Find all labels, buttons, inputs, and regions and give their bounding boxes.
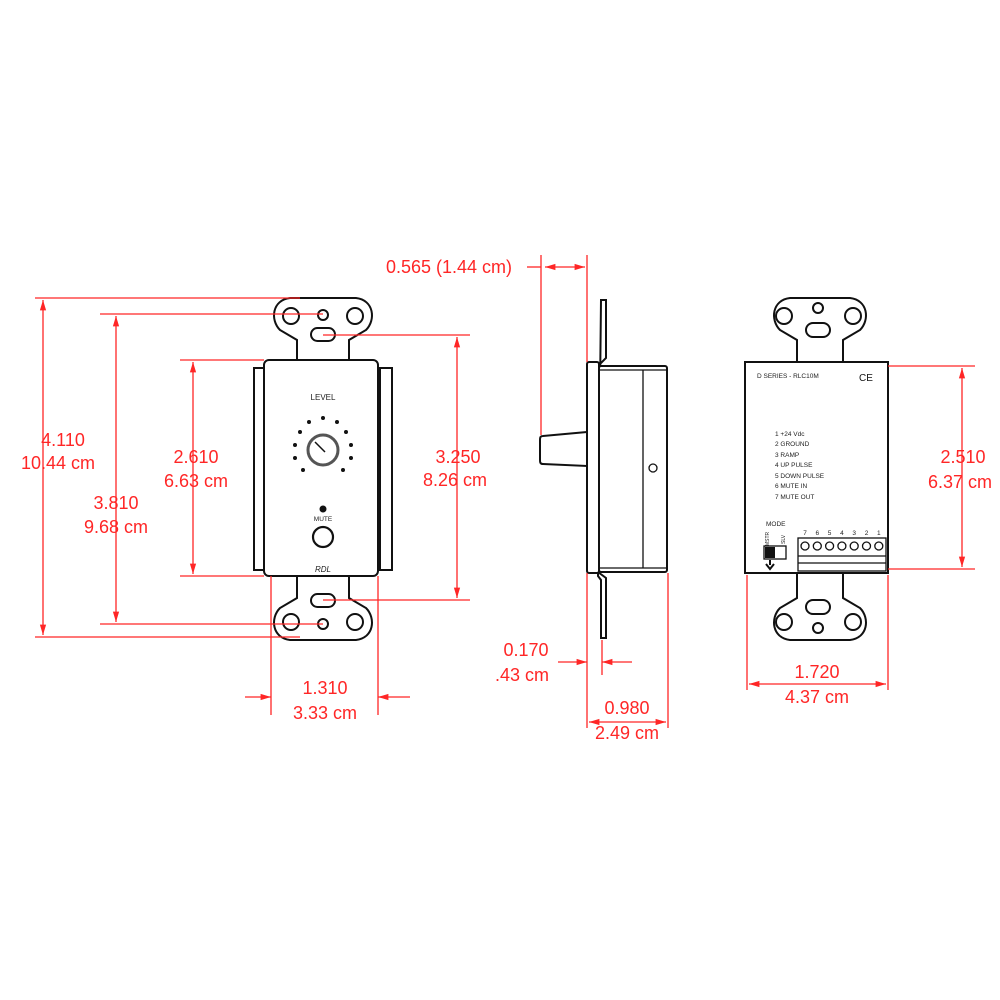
faceplate — [263, 359, 379, 577]
dim-1720-in: 1.720 — [794, 662, 839, 682]
terminal-number: 7 — [803, 530, 807, 537]
dim-0980-cm: 2.49 cm — [595, 723, 659, 743]
terminal-screw — [824, 541, 835, 551]
side-knob — [539, 430, 588, 468]
pin-label: 4 UP PULSE — [775, 462, 813, 469]
side-dimensions: 0.565 (1.44 cm) 0.170 .43 cm 0.980 2.49 … — [386, 255, 669, 743]
dim-3250-in: 3.250 — [435, 447, 480, 467]
mute-label: MUTE — [314, 516, 333, 523]
terminal-screw — [812, 541, 822, 551]
level-scale-dots — [293, 416, 353, 472]
dim-1310-in: 1.310 — [302, 678, 347, 698]
right-flange — [379, 367, 393, 571]
level-label: LEVEL — [311, 393, 336, 402]
dim-3250-cm: 8.26 cm — [423, 470, 487, 490]
terminal-number: 2 — [865, 530, 869, 537]
pin-label: 1 +24 Vdc — [775, 431, 805, 438]
terminal-screw — [874, 541, 884, 551]
pin-label: 2 GROUND — [775, 441, 810, 448]
mute-button[interactable] — [311, 525, 335, 549]
dim-4110-in: 4.110 — [41, 430, 85, 450]
pin-list: 1 +24 Vdc 2 GROUND 3 RAMP 4 UP PULSE 5 D… — [775, 431, 825, 501]
mode-label: MODE — [766, 521, 786, 528]
dim-0980-in: 0.980 — [604, 698, 649, 718]
terminal-number: 4 — [840, 530, 844, 537]
terminal-screw — [849, 541, 859, 551]
terminal-screw — [800, 541, 810, 551]
side-view — [539, 299, 668, 639]
dim-1310-cm: 3.33 cm — [293, 703, 357, 723]
mode-switch[interactable] — [763, 545, 787, 560]
switch-mstr-label: MSTR — [765, 531, 771, 546]
model-label: D SERIES - RLC10M — [757, 373, 819, 380]
dim-2610-in: 2.610 — [173, 447, 218, 467]
brand-label: RDL — [315, 565, 331, 574]
front-dimensions: 4.110 10.44 cm 3.810 9.68 cm 2.610 6.63 … — [21, 297, 487, 723]
pin-label: 6 MUTE IN — [775, 483, 807, 490]
dim-2510-cm: 6.37 cm — [928, 472, 992, 492]
terminal-number: 3 — [852, 530, 856, 537]
front-view: LEVEL MUTE RDL — [253, 297, 393, 641]
dim-2610-cm: 6.63 cm — [164, 471, 228, 491]
terminal-screw — [837, 541, 847, 551]
dim-4110-cm: 10.44 cm — [21, 453, 95, 473]
terminal-number: 1 — [877, 530, 881, 537]
switch-slv-label: SLV — [781, 534, 787, 544]
side-enclosure — [598, 365, 668, 573]
pin-label: 3 RAMP — [775, 452, 799, 459]
dim-3810-cm: 9.68 cm — [84, 517, 148, 537]
dim-0170-in: 0.170 — [503, 640, 548, 660]
dim-1720-cm: 4.37 cm — [785, 687, 849, 707]
back-dimensions: 2.510 6.37 cm 1.720 4.37 cm — [746, 365, 992, 707]
dim-2510-in: 2.510 — [940, 447, 985, 467]
terminal-block: 7 6 5 4 3 2 1 — [797, 530, 887, 572]
terminal-screw — [861, 541, 872, 551]
mute-led — [319, 505, 327, 513]
terminal-number: 5 — [828, 530, 832, 537]
dim-0565: 0.565 (1.44 cm) — [386, 257, 512, 277]
ce-mark: CE — [859, 373, 873, 384]
back-view: D SERIES - RLC10M CE 1 +24 Vdc 2 GROUND … — [744, 297, 889, 641]
side-faceplate — [586, 361, 600, 574]
pin-label: 5 DOWN PULSE — [775, 473, 825, 480]
pin-label: 7 MUTE OUT — [775, 494, 814, 501]
terminal-number: 6 — [815, 530, 819, 537]
dim-3810-in: 3.810 — [93, 493, 138, 513]
dim-0170-cm: .43 cm — [495, 665, 549, 685]
